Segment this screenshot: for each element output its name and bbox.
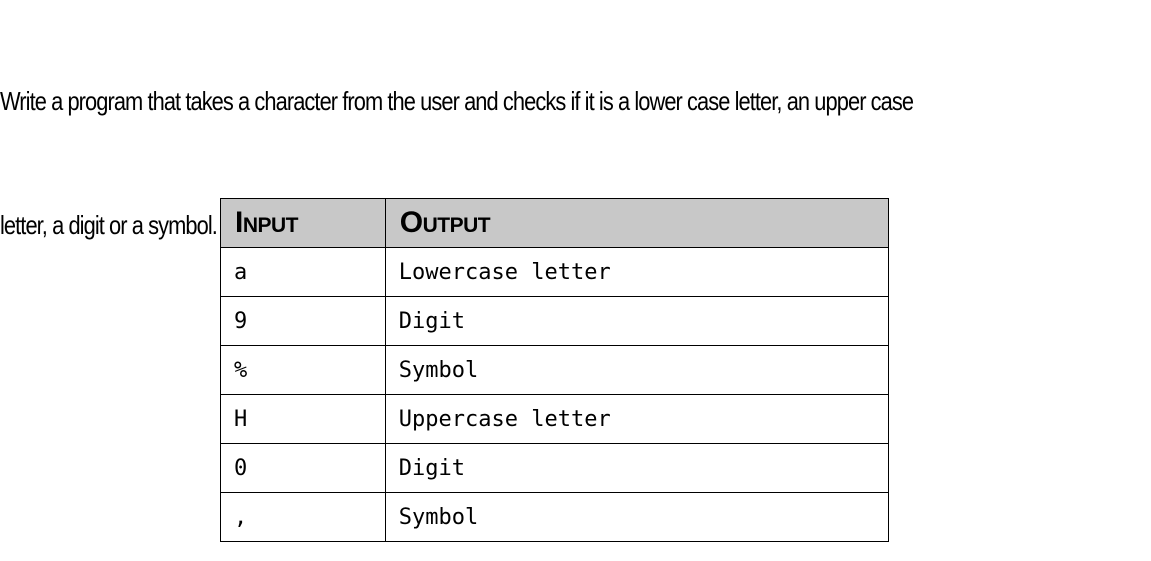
table-header-row: Input Output — [220, 198, 890, 248]
input-cell: , — [220, 492, 386, 542]
input-cell: 0 — [220, 443, 386, 493]
table-row: 9 Digit — [220, 296, 890, 346]
table-row: H Uppercase letter — [220, 394, 890, 444]
output-cell: Symbol — [384, 345, 890, 395]
table-header: Input Output — [220, 198, 890, 248]
table-row: 0 Digit — [220, 443, 890, 493]
output-header-label: Output — [399, 206, 491, 239]
output-cell: Digit — [384, 443, 890, 493]
table-row: , Symbol — [220, 492, 890, 542]
output-column-header: Output — [384, 198, 890, 248]
input-column-header: Input — [220, 198, 386, 248]
input-header-label: Input — [235, 206, 299, 239]
input-cell: % — [220, 345, 386, 395]
table-row: % Symbol — [220, 345, 890, 395]
task-text-line-1: Write a program that takes a character f… — [0, 86, 914, 116]
input-cell: H — [220, 394, 386, 444]
table-row: a Lowercase letter — [220, 247, 890, 297]
output-cell: Uppercase letter — [384, 394, 890, 444]
input-cell: 9 — [220, 296, 386, 346]
input-output-table: Input Output a Lowercase letter 9 Digit … — [220, 198, 890, 542]
output-cell: Lowercase letter — [384, 247, 890, 297]
output-cell: Symbol — [384, 492, 890, 542]
input-cell: a — [220, 247, 386, 297]
table-body: a Lowercase letter 9 Digit % Symbol H Up… — [220, 247, 890, 542]
output-cell: Digit — [384, 296, 890, 346]
